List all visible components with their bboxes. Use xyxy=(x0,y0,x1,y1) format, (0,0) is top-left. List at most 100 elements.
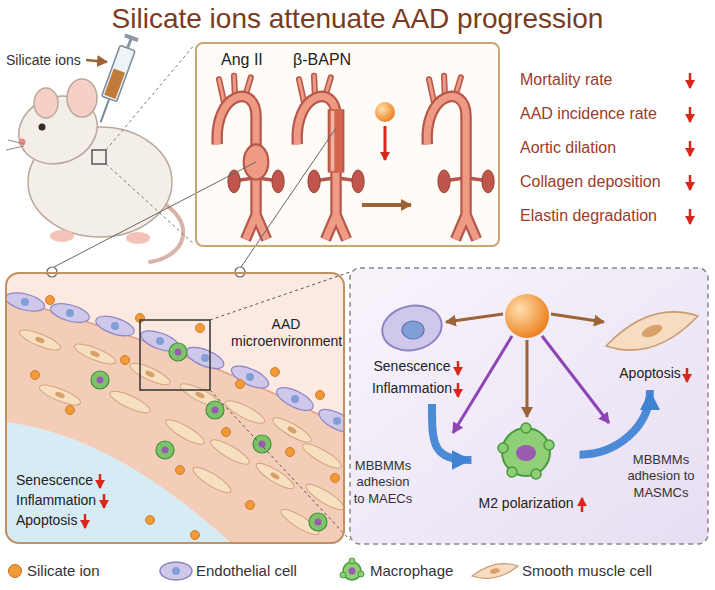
effect-label: Inflammation xyxy=(372,380,452,397)
art-line xyxy=(542,336,609,423)
decrease-arrows xyxy=(690,73,691,224)
art-circle xyxy=(498,443,508,453)
art-circle xyxy=(172,567,180,575)
art-line xyxy=(689,73,692,88)
art-ellipse xyxy=(34,88,58,118)
art-circle xyxy=(349,568,356,575)
microenvironment-panel: AAD microenvironmentSenescenceInflammati… xyxy=(5,272,345,544)
increase-arrow xyxy=(581,498,584,512)
effect-arrows xyxy=(446,314,609,433)
art-ellipse xyxy=(72,340,117,368)
macrophage-node: M2 polarization xyxy=(475,425,578,515)
art-line xyxy=(457,383,460,397)
art-line xyxy=(689,209,692,224)
art-line xyxy=(686,368,689,382)
art-line xyxy=(446,314,503,322)
art-circle xyxy=(309,513,327,531)
art-ellipse xyxy=(49,300,92,326)
panel-heading: AAD microenvironment xyxy=(231,316,341,350)
art-ellipse xyxy=(253,459,297,492)
art-circle xyxy=(175,349,182,356)
effect-label: Senescence xyxy=(373,358,450,375)
art-ellipse xyxy=(183,343,226,373)
outcome-label: Mortality rate xyxy=(520,70,612,90)
flow-arrow xyxy=(580,390,651,455)
art-circle xyxy=(156,441,174,459)
process-arrow xyxy=(362,203,411,207)
art-ellipse xyxy=(274,383,317,415)
art-ellipse xyxy=(108,387,153,416)
art-ellipse xyxy=(5,289,46,314)
art-line xyxy=(689,175,692,190)
zoom-line xyxy=(210,272,350,320)
art-circle xyxy=(333,417,341,425)
art-ellipse xyxy=(194,391,205,400)
art-line xyxy=(99,474,102,488)
zoom-line xyxy=(106,44,195,150)
syringe-icon xyxy=(93,33,140,125)
art-ellipse xyxy=(190,463,234,496)
legend-label: Endothelial cell xyxy=(196,562,297,580)
legend-label: Smooth muscle cell xyxy=(522,562,652,580)
art-ellipse xyxy=(223,397,268,428)
art-line xyxy=(453,336,512,433)
art-ellipse xyxy=(138,327,181,356)
art-circle xyxy=(146,516,155,525)
art-line xyxy=(526,340,529,417)
art-circle xyxy=(91,371,109,389)
art-ellipse xyxy=(286,425,297,434)
art-ellipse xyxy=(270,414,314,446)
art-ellipse xyxy=(67,79,97,117)
leader-line xyxy=(54,162,256,267)
art-circle xyxy=(331,474,340,483)
art-circle xyxy=(315,519,322,526)
art-circle xyxy=(358,571,364,577)
art-ellipse xyxy=(89,350,100,358)
outcome-label: AAD incidence rate xyxy=(520,104,657,124)
art-ellipse xyxy=(244,144,269,179)
art-circle xyxy=(201,354,209,362)
zoom-line xyxy=(210,390,350,540)
art-line xyxy=(457,361,460,375)
art-circle xyxy=(31,371,40,380)
art-circle xyxy=(521,423,531,433)
art-path xyxy=(331,111,335,171)
art-line xyxy=(84,514,87,528)
art-circle xyxy=(19,139,26,146)
aorta-bapn xyxy=(297,76,364,240)
art-path xyxy=(606,312,698,350)
art-rect xyxy=(104,69,125,99)
art-g xyxy=(34,336,297,481)
decrease-arrow xyxy=(384,126,387,160)
art-path xyxy=(6,140,24,150)
art-use xyxy=(217,76,284,240)
art-circle xyxy=(21,298,29,306)
flow-arrow xyxy=(432,404,472,460)
panel-ground xyxy=(195,42,500,247)
process-note: MBBMMs adhesion to MASMCs xyxy=(624,452,698,501)
art-circle xyxy=(286,448,295,457)
silicate-ion xyxy=(505,294,549,338)
effect-label: Apoptosis xyxy=(619,365,680,382)
art-circle xyxy=(507,467,517,477)
art-circle xyxy=(162,447,169,454)
art-ellipse xyxy=(126,232,150,244)
aorta-angii xyxy=(217,76,284,240)
art-rect xyxy=(5,272,345,544)
art-circle xyxy=(196,324,205,333)
art-use xyxy=(297,76,364,240)
art-circle xyxy=(253,435,271,453)
art-rect xyxy=(140,320,210,390)
art-circle xyxy=(39,124,46,131)
art-path xyxy=(472,564,518,579)
art-circle xyxy=(222,428,231,437)
legend-smooth-muscle-icon xyxy=(472,564,518,579)
art-ellipse xyxy=(37,381,82,409)
art-path xyxy=(329,109,342,172)
smooth-muscle-cell xyxy=(606,312,698,350)
art-ellipse xyxy=(34,336,45,344)
art-ellipse xyxy=(490,567,501,574)
art-path xyxy=(328,109,345,172)
art-rect xyxy=(124,33,139,42)
